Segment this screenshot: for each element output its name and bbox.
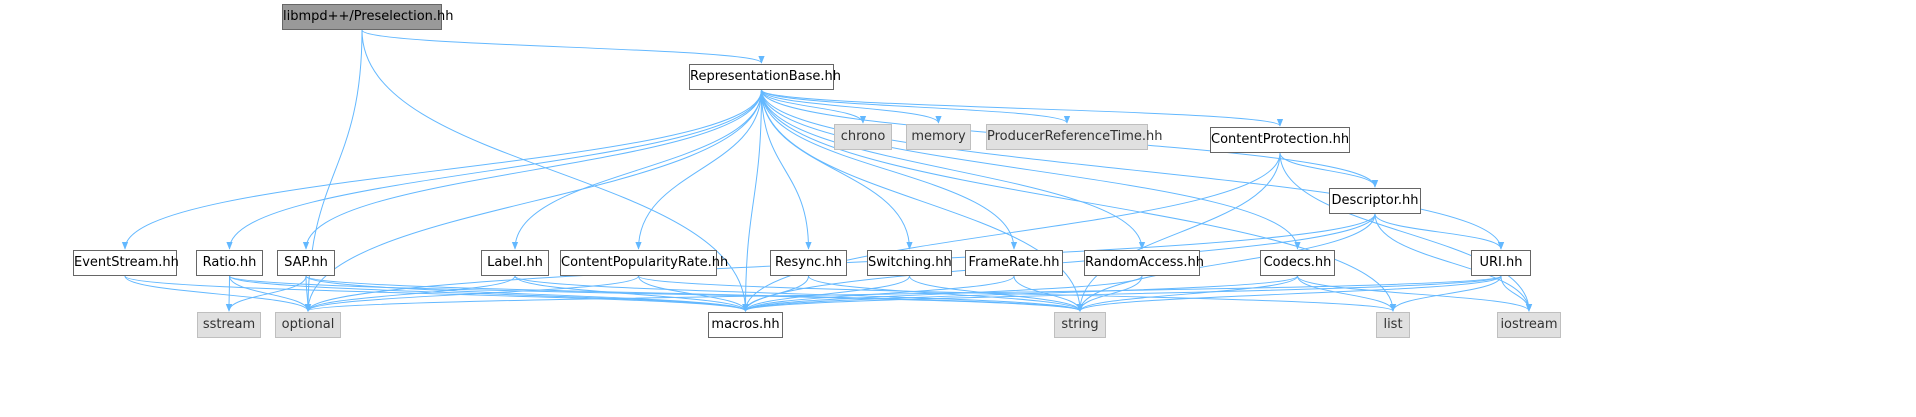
edge-uri-to-iostream bbox=[1500, 275, 1533, 312]
edge-representationbase-to-macros bbox=[742, 89, 762, 312]
node-content-popularity-rate[interactable]: ContentPopularityRate.hh bbox=[560, 250, 728, 276]
edge-contentprotection-to-iostream bbox=[1279, 152, 1533, 312]
node-macros[interactable]: macros.hh bbox=[708, 312, 783, 338]
edge-contentprotection-to-string bbox=[1076, 152, 1281, 312]
node-list: list bbox=[1376, 312, 1410, 338]
edge-ratio-to-macros bbox=[229, 275, 749, 312]
edge-representationbase-to-framerate bbox=[761, 89, 1018, 250]
edge-descriptor-to-iostream bbox=[1374, 213, 1533, 312]
edge-representationbase-to-ratio bbox=[226, 89, 762, 250]
edge-codecs-to-string bbox=[1076, 275, 1298, 312]
edge-ratio-to-sstream bbox=[225, 275, 233, 312]
node-preselection[interactable]: libmpd++/Preselection.hh bbox=[282, 4, 454, 30]
edge-representationbase-to-label bbox=[511, 89, 762, 250]
node-codecs[interactable]: Codecs.hh bbox=[1260, 250, 1335, 276]
edge-switching-to-macros bbox=[742, 275, 910, 312]
edge-preselection-to-macros bbox=[361, 29, 749, 312]
edge-preselection-to-representationbase bbox=[361, 29, 765, 64]
node-resync[interactable]: Resync.hh bbox=[770, 250, 847, 276]
node-string: string bbox=[1054, 312, 1106, 338]
edge-eventstream-to-optional bbox=[124, 275, 312, 312]
edge-contentpopularityrate-to-optional bbox=[304, 275, 639, 312]
edge-label-to-optional bbox=[304, 275, 516, 312]
edge-codecs-to-list bbox=[1297, 275, 1397, 312]
edge-label-to-macros bbox=[514, 275, 749, 312]
edge-label-to-string bbox=[514, 275, 1083, 312]
edge-representationbase-to-contentprotection bbox=[761, 89, 1283, 127]
node-representation-base[interactable]: RepresentationBase.hh bbox=[689, 64, 841, 90]
edge-uri-to-optional bbox=[305, 275, 1502, 312]
node-descriptor[interactable]: Descriptor.hh bbox=[1329, 188, 1421, 214]
edge-representationbase-to-uri bbox=[761, 89, 1505, 250]
node-memory: memory bbox=[906, 124, 971, 150]
node-ratio[interactable]: Ratio.hh bbox=[196, 250, 263, 276]
edge-representationbase-to-codecs bbox=[761, 89, 1301, 250]
node-event-stream[interactable]: EventStream.hh bbox=[73, 250, 179, 276]
edge-representationbase-to-optional bbox=[304, 89, 762, 312]
node-uri[interactable]: URI.hh bbox=[1471, 250, 1531, 276]
node-chrono: chrono bbox=[834, 124, 892, 150]
edge-representationbase-to-sap bbox=[302, 89, 762, 250]
edge-layer bbox=[121, 29, 1533, 312]
node-optional: optional bbox=[275, 312, 341, 338]
edge-representationbase-to-string bbox=[761, 89, 1084, 312]
node-switching[interactable]: Switching.hh bbox=[867, 250, 952, 276]
node-iostream: iostream bbox=[1497, 312, 1561, 338]
edge-sap-to-sstream bbox=[225, 275, 307, 312]
edge-codecs-to-iostream bbox=[1297, 275, 1533, 312]
edge-uri-to-macros bbox=[742, 275, 1502, 312]
edge-sap-to-optional bbox=[304, 275, 312, 312]
edge-representationbase-to-eventstream bbox=[121, 89, 762, 250]
edge-representationbase-to-resync bbox=[761, 89, 812, 250]
node-sstream: sstream bbox=[197, 312, 261, 338]
edge-contentprotection-to-macros bbox=[742, 152, 1281, 312]
node-frame-rate[interactable]: FrameRate.hh bbox=[965, 250, 1063, 276]
edge-contentpopularityrate-to-macros bbox=[638, 275, 749, 312]
edge-switching-to-string bbox=[909, 275, 1084, 312]
edge-uri-to-string bbox=[1076, 275, 1502, 312]
node-random-access[interactable]: RandomAccess.hh bbox=[1084, 250, 1204, 276]
node-label[interactable]: Label.hh bbox=[481, 250, 549, 276]
edge-codecs-to-macros bbox=[742, 275, 1298, 312]
edge-randomaccess-to-macros bbox=[742, 275, 1143, 312]
edge-uri-to-list bbox=[1389, 275, 1502, 312]
edge-contentprotection-to-descriptor bbox=[1279, 152, 1379, 188]
edge-descriptor-to-uri bbox=[1374, 213, 1505, 250]
edge-representationbase-to-producerreferencetime bbox=[761, 89, 1071, 124]
edge-representationbase-to-contentpopularityrate bbox=[635, 89, 762, 250]
node-producer-reference-time: ProducerReferenceTime.hh bbox=[986, 124, 1163, 150]
edge-representationbase-to-list bbox=[761, 89, 1397, 312]
node-sap[interactable]: SAP.hh bbox=[277, 250, 335, 276]
edge-representationbase-to-memory bbox=[761, 89, 942, 124]
edge-eventstream-to-macros bbox=[124, 275, 749, 312]
edge-representationbase-to-randomaccess bbox=[761, 89, 1146, 250]
node-content-protection[interactable]: ContentProtection.hh bbox=[1210, 127, 1350, 153]
edge-representationbase-to-chrono bbox=[761, 89, 867, 124]
edge-sap-to-macros bbox=[305, 275, 749, 312]
